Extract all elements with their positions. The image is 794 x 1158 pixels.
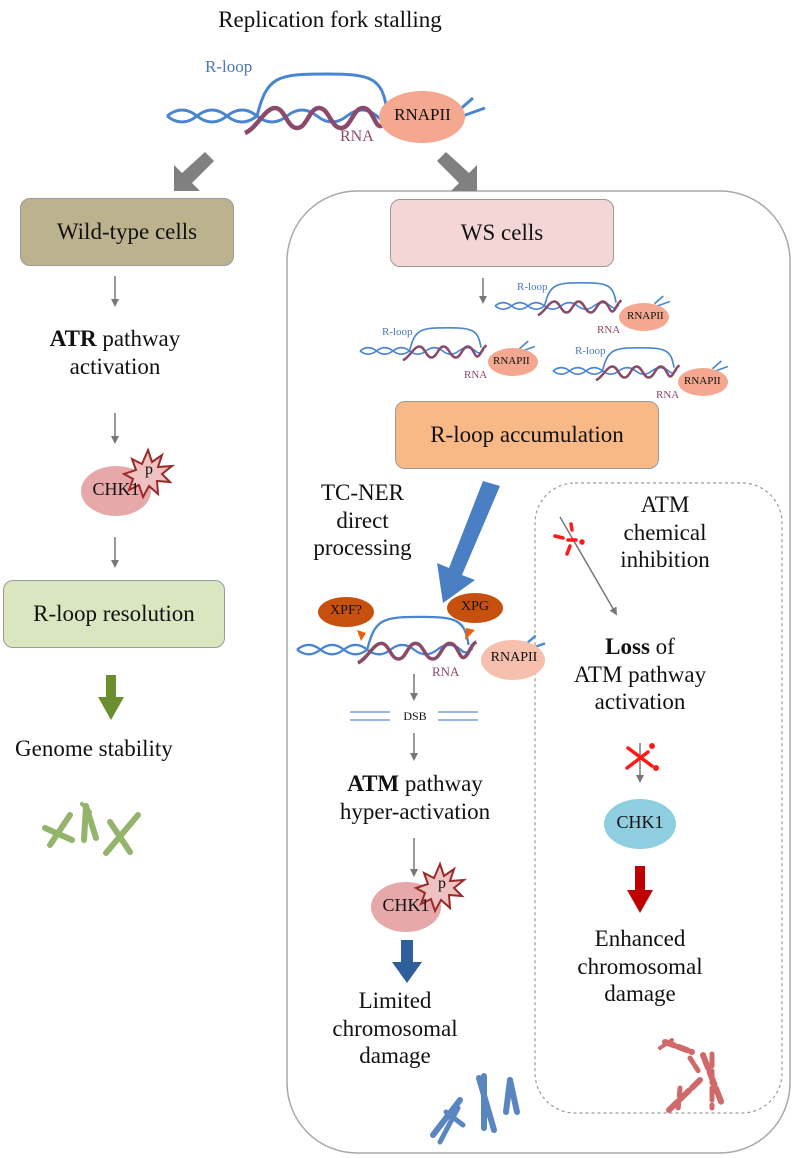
rnapii-cluster-1-shape: [619, 303, 669, 331]
limited-damage-text: Limited chromosomal damage: [320, 987, 470, 1070]
phospho-star-left: [121, 447, 176, 500]
enhanced-line2: chromosomal: [577, 953, 703, 979]
rnapii-label-middle: RNAPII: [490, 650, 538, 665]
atr-pathway-text: ATR pathway activation: [15, 325, 215, 380]
rloop-label-c3: R-loop: [575, 345, 606, 357]
wildtype-cells-label: Wild-type cells: [56, 219, 198, 244]
ws-container: [286, 190, 791, 1154]
rloop-label-top: R-loop: [205, 57, 253, 76]
tcner-arrow: [437, 481, 500, 603]
atr-bold: ATR: [49, 326, 97, 351]
dsb-label: DSB: [403, 709, 427, 723]
chk1-ws-label: CHK1: [382, 895, 430, 915]
chromosomes-red: [658, 1038, 725, 1113]
rna-label-c3: RNA: [656, 389, 680, 401]
rloop-accumulation-box: R-loop accumulation: [395, 401, 659, 469]
rnapii-label-top: RNAPII: [394, 105, 451, 124]
enhanced-line3: damage: [604, 981, 676, 1007]
rna-label-middle: RNA: [432, 664, 460, 679]
loss-atm-text: Loss of ATM pathway activation: [560, 633, 720, 716]
top-rnapii-shape: [379, 91, 465, 143]
xpf-pointer: [357, 630, 366, 641]
rloop-accumulation-label: R-loop accumulation: [430, 422, 624, 447]
green-arrow: [98, 675, 124, 720]
limited-line3: damage: [359, 1043, 431, 1069]
xpf-label: XPF?: [330, 603, 362, 618]
rnapii-label-c1: RNAPII: [627, 310, 664, 322]
phospho-ws-label: p: [438, 875, 446, 892]
chk1-inhibited-label: CHK1: [616, 812, 664, 832]
rloop-label-c2: R-loop: [382, 326, 413, 338]
rloop-label-c1: R-loop: [517, 281, 548, 293]
chk1-inhibited-shape: [604, 799, 676, 849]
dsb-lines: [350, 711, 478, 721]
rnapii-label-c3: RNAPII: [684, 375, 721, 387]
dark-blue-arrow: [392, 940, 422, 983]
xpg-label: XPG: [460, 599, 489, 614]
inhibit-mark-2: [625, 743, 659, 771]
loss-line2: ATM pathway: [573, 661, 707, 687]
phospho-left-label: p: [145, 461, 153, 478]
inhibition-container: [534, 482, 783, 1114]
rna-label-top: RNA: [340, 128, 374, 145]
atm-line2: hyper-activation: [339, 798, 491, 824]
enhanced-damage-text: Enhanced chromosomal damage: [565, 925, 715, 1008]
tcner-line1: TC-NER: [320, 480, 405, 505]
ws-cells-box: WS cells: [390, 199, 614, 267]
atr-rest: pathway: [96, 326, 181, 351]
phospho-star-ws: [413, 861, 468, 914]
chromosomes-blue: [430, 1073, 520, 1145]
atm-inhibition-text: ATM chemical inhibition: [605, 491, 725, 574]
wildtype-cells-box: Wild-type cells: [20, 198, 234, 266]
rnapii-cluster-2-shape: [488, 348, 538, 376]
xpg-shape: [447, 593, 503, 623]
inhibit-mark-1: [553, 522, 585, 556]
chk1-left-label: CHK1: [92, 479, 140, 499]
arrow-to-wildtype: [174, 152, 214, 191]
inhibition-line1: ATM: [640, 492, 690, 517]
xpf-shape: [318, 597, 374, 627]
ws-cells-label: WS cells: [460, 220, 544, 245]
rna-label-c2: RNA: [464, 369, 488, 381]
atr-line2: activation: [69, 353, 161, 379]
rloop-resolution-box: R-loop resolution: [3, 580, 225, 648]
inhibition-line3: inhibition: [620, 547, 710, 573]
xpg-pointer: [465, 628, 475, 640]
tcner-line3: processing: [313, 535, 412, 561]
rna-label-c1: RNA: [597, 324, 621, 336]
red-arrow: [627, 866, 653, 913]
loss-line3: activation: [594, 689, 686, 715]
atm-bold: ATM: [347, 771, 400, 796]
chromosomes-green: [42, 802, 141, 856]
rloop-resolution-label: R-loop resolution: [33, 601, 195, 626]
tcner-text: TC-NER direct processing: [300, 479, 425, 562]
limited-line2: chromosomal: [332, 1015, 458, 1041]
inhibition-line2: chemical: [623, 519, 707, 545]
atm-pathway-text: ATM pathway hyper-activation: [315, 770, 515, 825]
diagram-title: Replication fork stalling: [218, 7, 442, 32]
rnapii-label-c2: RNAPII: [493, 355, 530, 367]
loss-bold: Loss: [605, 634, 650, 659]
enhanced-line1: Enhanced: [594, 926, 686, 951]
atm-rest: pathway: [399, 771, 483, 796]
limited-line1: Limited: [358, 988, 432, 1013]
rnapii-cluster-3-shape: [678, 368, 728, 396]
loss-rest: of: [649, 634, 675, 659]
middle-rnapii-shape: [481, 640, 545, 680]
inhibition-arrow: [559, 516, 618, 616]
genome-stability-text: Genome stability: [15, 736, 173, 761]
arrow-to-ws: [437, 152, 477, 191]
tcner-line2: direct: [336, 507, 389, 533]
